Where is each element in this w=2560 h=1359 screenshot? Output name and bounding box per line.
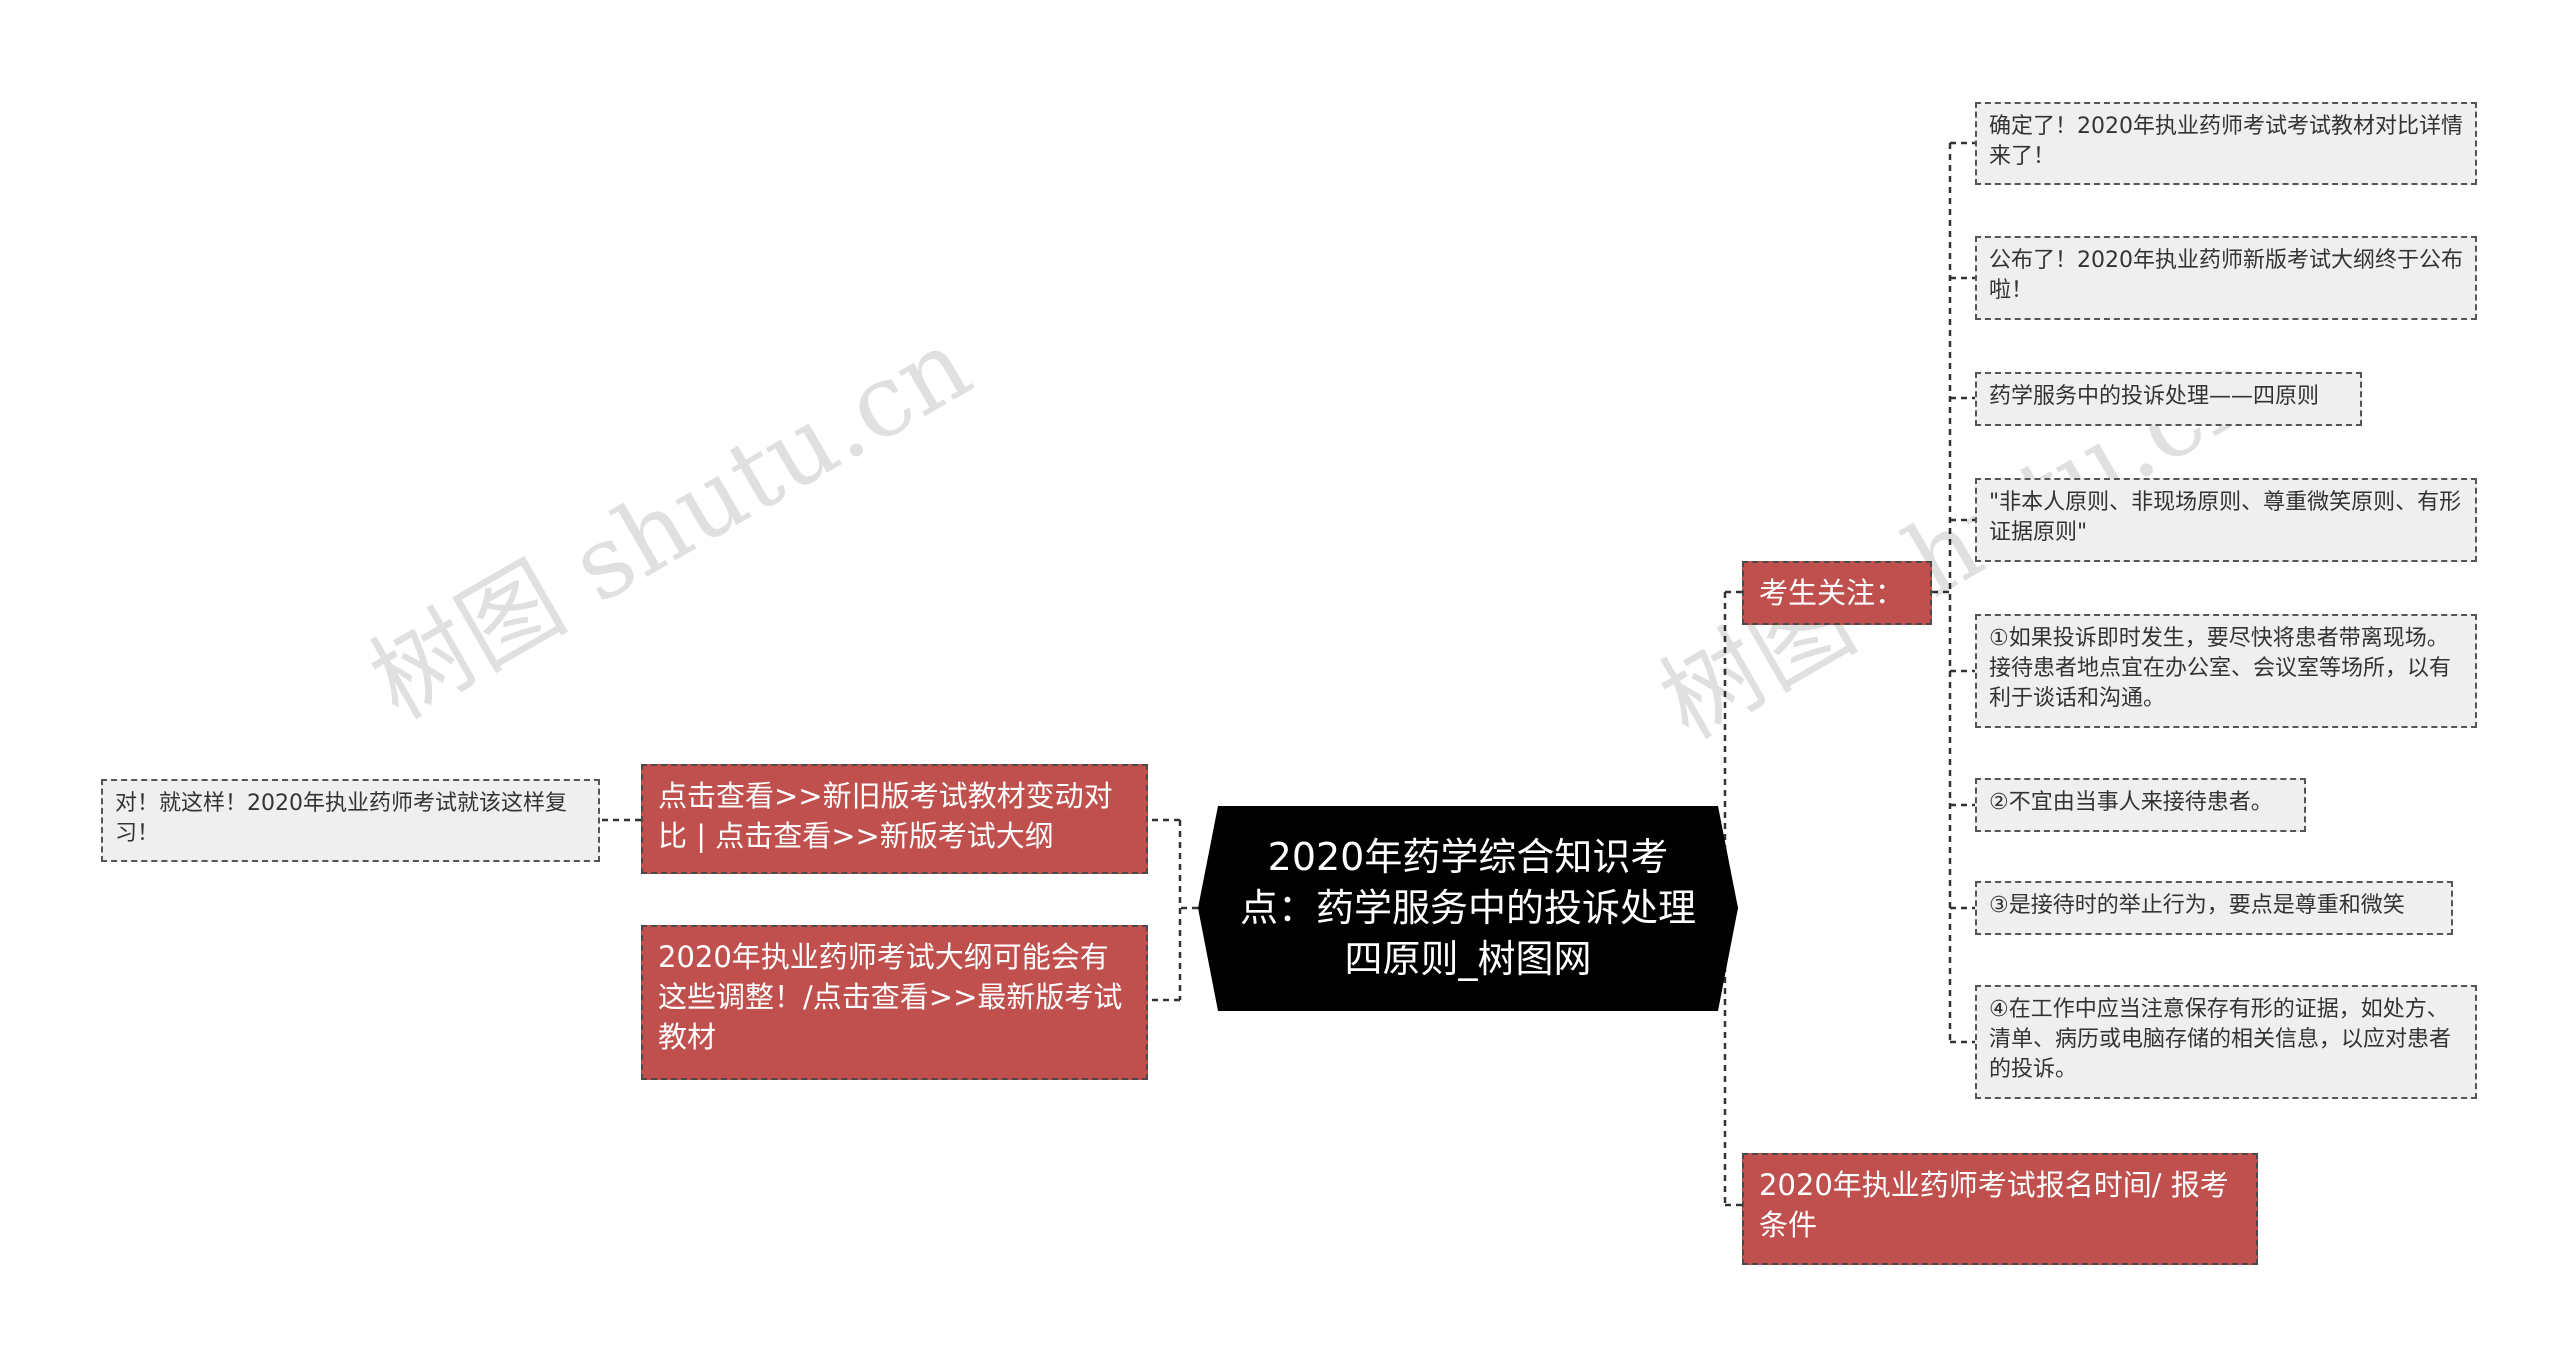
topic-syllabus-changes[interactable]: 2020年执业药师考试大纲可能会有这些调整！/点击查看>>最新版考试教材 xyxy=(641,925,1148,1080)
topic-textbook-comparison[interactable]: 点击查看>>新旧版考试教材变动对比 | 点击查看>>新版考试大纲 xyxy=(641,764,1148,874)
link-right1-leaves xyxy=(1932,141,1975,1044)
central-topic[interactable]: 2020年药学综合知识考点：药学服务中的投诉处理四原则_树图网 xyxy=(1198,806,1738,1011)
leaf-textbook-comparison[interactable]: 确定了！2020年执业药师考试考试教材对比详情来了！ xyxy=(1975,102,2477,185)
leaf-review-tips[interactable]: 对！就这样！2020年执业药师考试就该这样复习！ xyxy=(101,779,600,862)
leaf-new-syllabus[interactable]: 公布了！2020年执业药师新版考试大纲终于公布啦！ xyxy=(1975,236,2477,320)
topic-registration-time[interactable]: 2020年执业药师考试报名时间/ 报考条件 xyxy=(1742,1153,2258,1265)
link-center-left xyxy=(1148,818,1198,1002)
leaf-four-principles-list[interactable]: "非本人原则、非现场原则、尊重微笑原则、有形证据原则" xyxy=(1975,478,2477,562)
leaf-principle-3[interactable]: ③是接待时的举止行为，要点是尊重和微笑 xyxy=(1975,881,2453,935)
topic-candidate-focus[interactable]: 考生关注： xyxy=(1742,561,1932,625)
leaf-principle-4[interactable]: ④在工作中应当注意保存有形的证据，如处方、清单、病历或电脑存储的相关信息，以应对… xyxy=(1975,985,2477,1099)
leaf-principle-2[interactable]: ②不宜由当事人来接待患者。 xyxy=(1975,778,2306,832)
leaf-four-principles-title[interactable]: 药学服务中的投诉处理——四原则 xyxy=(1975,372,2362,426)
leaf-principle-1[interactable]: ①如果投诉即时发生，要尽快将患者带离现场。接待患者地点宜在办公室、会议室等场所，… xyxy=(1975,614,2477,728)
